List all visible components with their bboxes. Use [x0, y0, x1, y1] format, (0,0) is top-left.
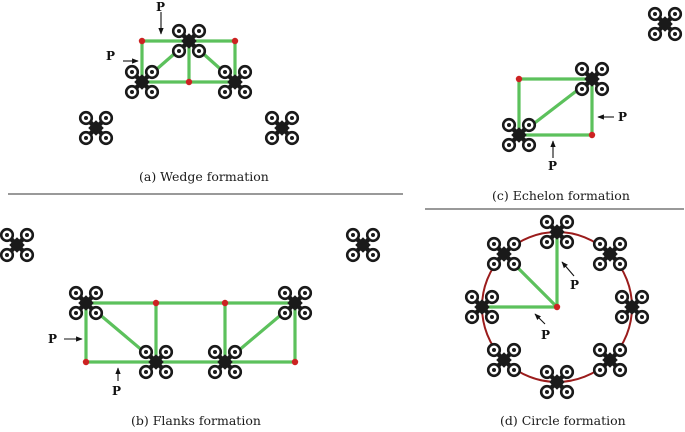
quadcopter-icon	[649, 8, 681, 40]
caption-echelon: (c) Echelon formation	[492, 188, 630, 203]
echelon-node	[588, 131, 596, 139]
quadcopter-icon	[347, 229, 379, 261]
caption-circle: (d) Circle formation	[500, 413, 626, 428]
echelon-node	[515, 75, 523, 83]
p-label: P	[548, 159, 557, 173]
p-label: P	[48, 332, 57, 346]
echelon-links	[517, 77, 594, 137]
panel-echelon: P P (c) Echelon formation	[492, 8, 681, 203]
p-label: P	[541, 328, 550, 342]
flanks-links	[84, 301, 297, 364]
wedge-node	[185, 78, 193, 86]
flanks-node	[221, 299, 229, 307]
p-label: P	[156, 0, 165, 14]
p-label: P	[570, 278, 579, 292]
quadcopter-icon	[80, 112, 112, 144]
quadcopter-icon	[1, 229, 33, 261]
wedge-node	[138, 37, 146, 45]
quadcopter-icon	[488, 344, 520, 376]
caption-flanks: (b) Flanks formation	[131, 413, 261, 428]
wedge-node	[231, 37, 239, 45]
p-label: P	[112, 384, 121, 398]
quadcopter-icon	[488, 238, 520, 270]
flanks-node	[82, 358, 90, 366]
caption-wedge: (a) Wedge formation	[139, 169, 269, 184]
quadcopter-icon	[266, 112, 298, 144]
flanks-node	[152, 299, 160, 307]
p-label: P	[106, 49, 115, 63]
flanks-node	[291, 358, 299, 366]
quadcopter-icon	[594, 344, 626, 376]
circle-center-node	[553, 303, 561, 311]
p-label: P	[618, 110, 627, 124]
panel-wedge: P P (a) Wedge formation	[80, 0, 298, 184]
quadcopter-icon	[594, 238, 626, 270]
panel-circle: P P (d) Circle formation	[466, 216, 648, 428]
panel-flanks: P P (b) Flanks formation	[1, 229, 379, 428]
